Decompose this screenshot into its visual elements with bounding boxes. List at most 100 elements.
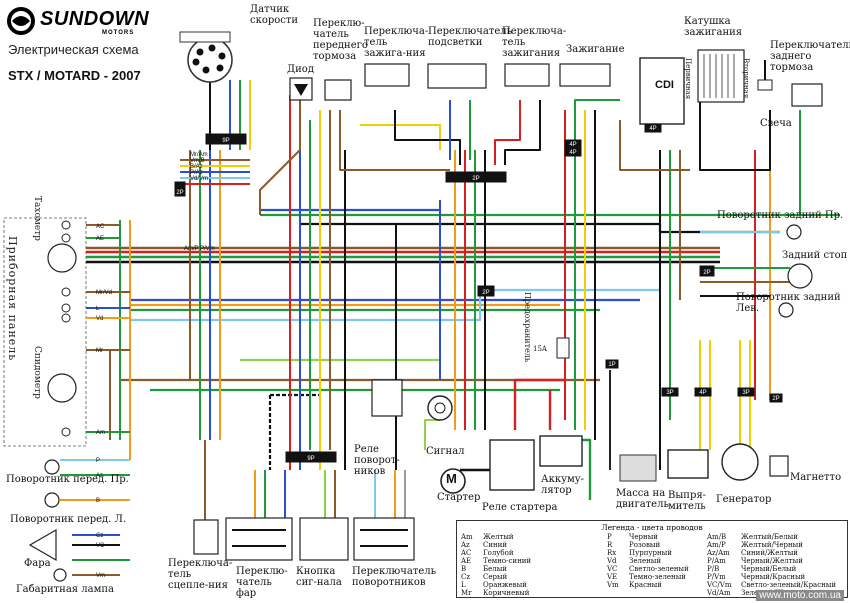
fuse-body <box>556 337 570 359</box>
wire-code-label: P <box>96 458 100 464</box>
wire-code-label: L <box>96 306 100 312</box>
diode-label: Диод <box>287 64 314 75</box>
ignition-switch-1 <box>364 63 410 87</box>
wire-code-label: VC <box>96 543 105 549</box>
tachometer-gauge <box>47 243 77 273</box>
legend-name: Пурпурный <box>629 549 672 557</box>
wire-code-label: Am/P <box>184 246 199 252</box>
legend-code: AE <box>461 557 472 565</box>
connector-block <box>564 147 582 157</box>
connector-block <box>769 393 783 403</box>
brand-name: SUNDOWN <box>40 8 150 30</box>
legend-name: Синий <box>483 541 508 549</box>
wire-ign1-black <box>394 110 461 165</box>
legend-name: Розовый <box>629 541 661 549</box>
wire-code-label: Mr/Am <box>190 152 208 158</box>
front-turn-right-bulb-2 <box>44 492 60 508</box>
headlight-icon <box>28 528 57 562</box>
connector-block <box>285 451 337 463</box>
legend-name: Белый <box>483 565 507 573</box>
connector-label: 4P <box>569 142 576 148</box>
parking-lamp-bulb <box>53 568 67 582</box>
wire-lightblue-h <box>130 288 660 322</box>
starter-relay-label: Реле стартера <box>482 502 558 513</box>
connector-block <box>694 387 712 397</box>
parking-lamp-label: Габаритная лампа <box>16 584 114 595</box>
ignition-switch-2 <box>504 63 550 87</box>
speed-sensor-label: Датчик скорости <box>250 4 299 26</box>
wire-code-label: AE <box>96 236 104 242</box>
speed-sensor-pin <box>192 58 200 66</box>
brake-light-bulb <box>787 263 813 289</box>
horn-button-label: Кнопка сиг-нала <box>296 566 342 588</box>
rectifier-body <box>667 449 709 479</box>
turn-switch <box>353 517 415 561</box>
legend-name: Красный <box>629 581 662 589</box>
rear-turn-right-bulb <box>786 224 802 240</box>
legend-code: Am <box>461 533 473 541</box>
headlight-switch <box>225 517 293 561</box>
rear-turn-left-label: Поворотник задний Лев. <box>736 292 841 314</box>
ignition-switch-2-label: Переключа-тель зажигания <box>502 26 567 59</box>
connector-label: 9P <box>222 138 229 144</box>
connector-label: 2P <box>772 396 779 402</box>
brake-light-label: Задний стоп <box>782 250 848 261</box>
wire-starter-red <box>513 378 565 430</box>
speedometer-gauge <box>47 373 77 403</box>
legend-code: Vd/Am <box>707 589 731 597</box>
fuse-rating: 15A <box>533 345 547 353</box>
legend-code: Cz <box>461 573 471 581</box>
connector-label: 3P <box>742 390 749 396</box>
wire-code-label: Vd/Vm <box>190 176 208 182</box>
legend-code: VC/Vm <box>707 581 732 589</box>
connector-label: 2P <box>703 270 710 276</box>
speed-sensor-pin <box>216 64 224 72</box>
legend-name: Светло-зеленый <box>629 565 689 573</box>
coil-secondary-label: Вторичная <box>742 58 750 99</box>
legend-title: Легенда - цвета проводов <box>601 523 703 532</box>
legend-name: Черный/Желтый <box>741 557 803 565</box>
brand-sub: MOTORS <box>102 30 135 36</box>
brand-logo: SUNDOWN MOTORS <box>6 6 154 36</box>
cdi-label: CDI <box>655 79 674 91</box>
legend-code: Az <box>461 541 470 549</box>
legend-code: R <box>607 541 613 549</box>
generator-body <box>721 443 759 481</box>
dash-bulb <box>61 287 71 297</box>
engine-ground-label: Масса на двигатель <box>616 488 669 510</box>
connector-label: 1P <box>608 362 615 368</box>
dash-bulb <box>61 233 71 243</box>
clutch-switch <box>193 519 219 555</box>
legend-code: AC <box>461 549 472 557</box>
wire-code-label: Mr <box>96 348 103 354</box>
wire-coil-black <box>699 100 771 171</box>
speed-sensor-pin <box>196 48 204 56</box>
speed-sensor-top <box>179 31 231 43</box>
horn-label: Сигнал <box>426 446 465 457</box>
connector-block <box>477 285 495 297</box>
legend-code: P/B <box>707 565 720 573</box>
legend-name: Темно-синий <box>483 557 532 565</box>
watermark: www.moto.com.ua <box>756 590 844 601</box>
starter-motor-symbol: M <box>446 471 457 486</box>
wire-code-label: AC <box>96 224 105 230</box>
legend-name: Желтый <box>483 533 514 541</box>
legend-name: Зеленый <box>629 557 661 565</box>
legend-name: Желтый/Белый <box>741 533 798 541</box>
legend-code: Am/P <box>707 541 726 549</box>
front-brake-label: Переклю-чатель переднего тормоза <box>313 18 368 62</box>
legend-name: Коричневый <box>483 589 530 597</box>
front-turn-right-label: Поворотник перед. Пр. <box>6 474 129 485</box>
wire-code-label: Vm <box>96 573 105 579</box>
rear-turn-right-label: Поворотник задний Пр. <box>717 210 844 221</box>
cdi-unit <box>639 57 685 125</box>
wire-code-label: Vd <box>96 316 103 322</box>
connector-label: 3P <box>666 390 673 396</box>
wire-code-label: Am <box>96 430 105 436</box>
battery-label: Аккуму-лятор <box>541 474 584 496</box>
connector-label: 4P <box>569 150 576 156</box>
dashboard-label: Приборная панель <box>6 236 19 362</box>
dash-bulb <box>61 313 71 323</box>
dashboard-frame <box>3 217 87 447</box>
